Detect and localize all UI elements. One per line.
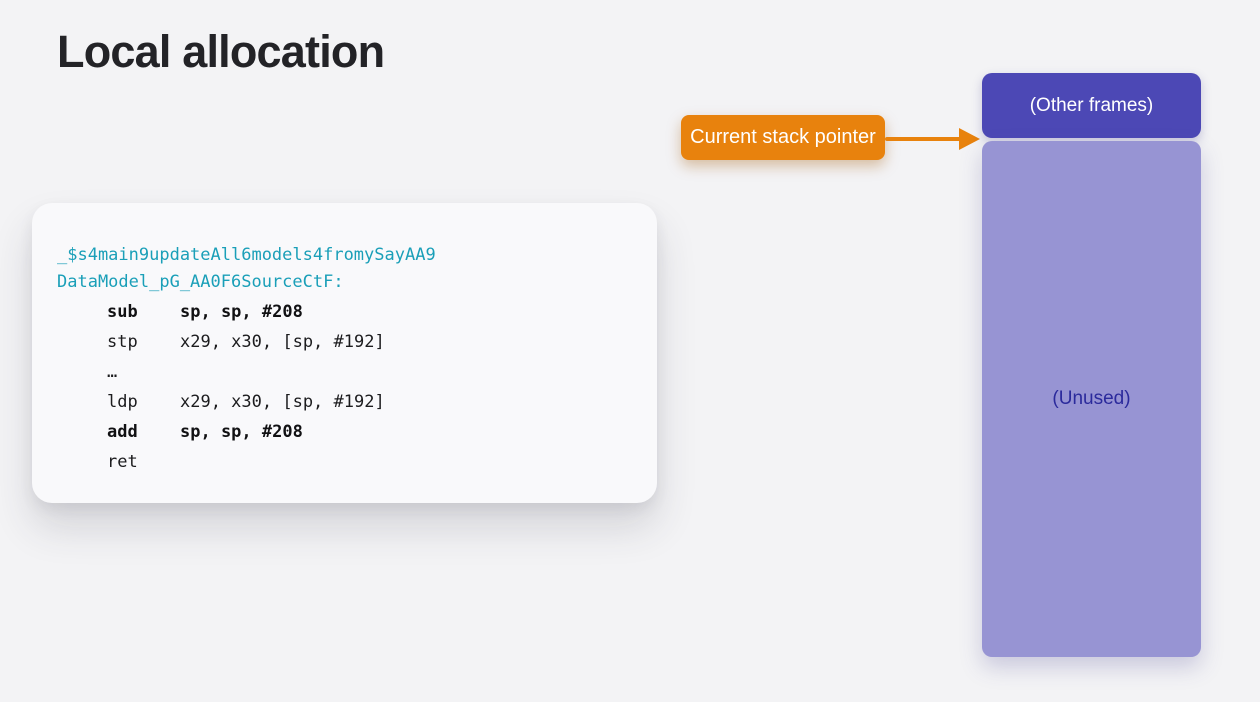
stack-box-unused: (Unused) xyxy=(982,141,1201,657)
stack-box-label: (Other frames) xyxy=(1029,94,1154,116)
code-line-stp: stp x29, x30, [sp, #192] xyxy=(57,327,637,357)
code-mnemonic: … xyxy=(107,362,118,382)
code-operands: x29, x30, [sp, #192] xyxy=(180,332,385,352)
stack-box-other-frames: (Other frames) xyxy=(982,73,1201,138)
code-line-ret: ret xyxy=(57,447,637,477)
code-line-ldp: ldp x29, x30, [sp, #192] xyxy=(57,387,637,417)
code-mnemonic: add xyxy=(107,422,138,442)
assembly-code: _$s4main9updateAll6models4fromySayAA9 Da… xyxy=(57,243,637,477)
code-line-sub: sub sp, sp, #208 xyxy=(57,297,637,327)
code-line-ellipsis: … xyxy=(57,357,637,387)
code-mnemonic: stp xyxy=(107,332,138,352)
code-mnemonic: ret xyxy=(107,452,138,472)
stack-pointer-arrow-line xyxy=(885,137,965,141)
code-operands: sp, sp, #208 xyxy=(180,422,303,442)
page-title: Local allocation xyxy=(57,26,385,77)
code-line-add: add sp, sp, #208 xyxy=(57,417,637,447)
stack-pointer-arrow-icon xyxy=(959,128,980,150)
stack-box-label: (Unused) xyxy=(1052,388,1131,409)
current-stack-pointer-callout: Current stack pointer xyxy=(681,115,885,160)
callout-label: Current stack pointer xyxy=(690,126,876,148)
code-operands: x29, x30, [sp, #192] xyxy=(180,392,385,412)
code-symbol-line-1: _$s4main9updateAll6models4fromySayAA9 xyxy=(57,245,436,265)
code-mnemonic: ldp xyxy=(107,392,138,412)
code-symbol-line-2: DataModel_pG_AA0F6SourceCtF: xyxy=(57,272,344,292)
code-operands: sp, sp, #208 xyxy=(180,302,303,322)
code-mnemonic: sub xyxy=(107,302,138,322)
assembly-code-card: _$s4main9updateAll6models4fromySayAA9 Da… xyxy=(32,203,657,503)
